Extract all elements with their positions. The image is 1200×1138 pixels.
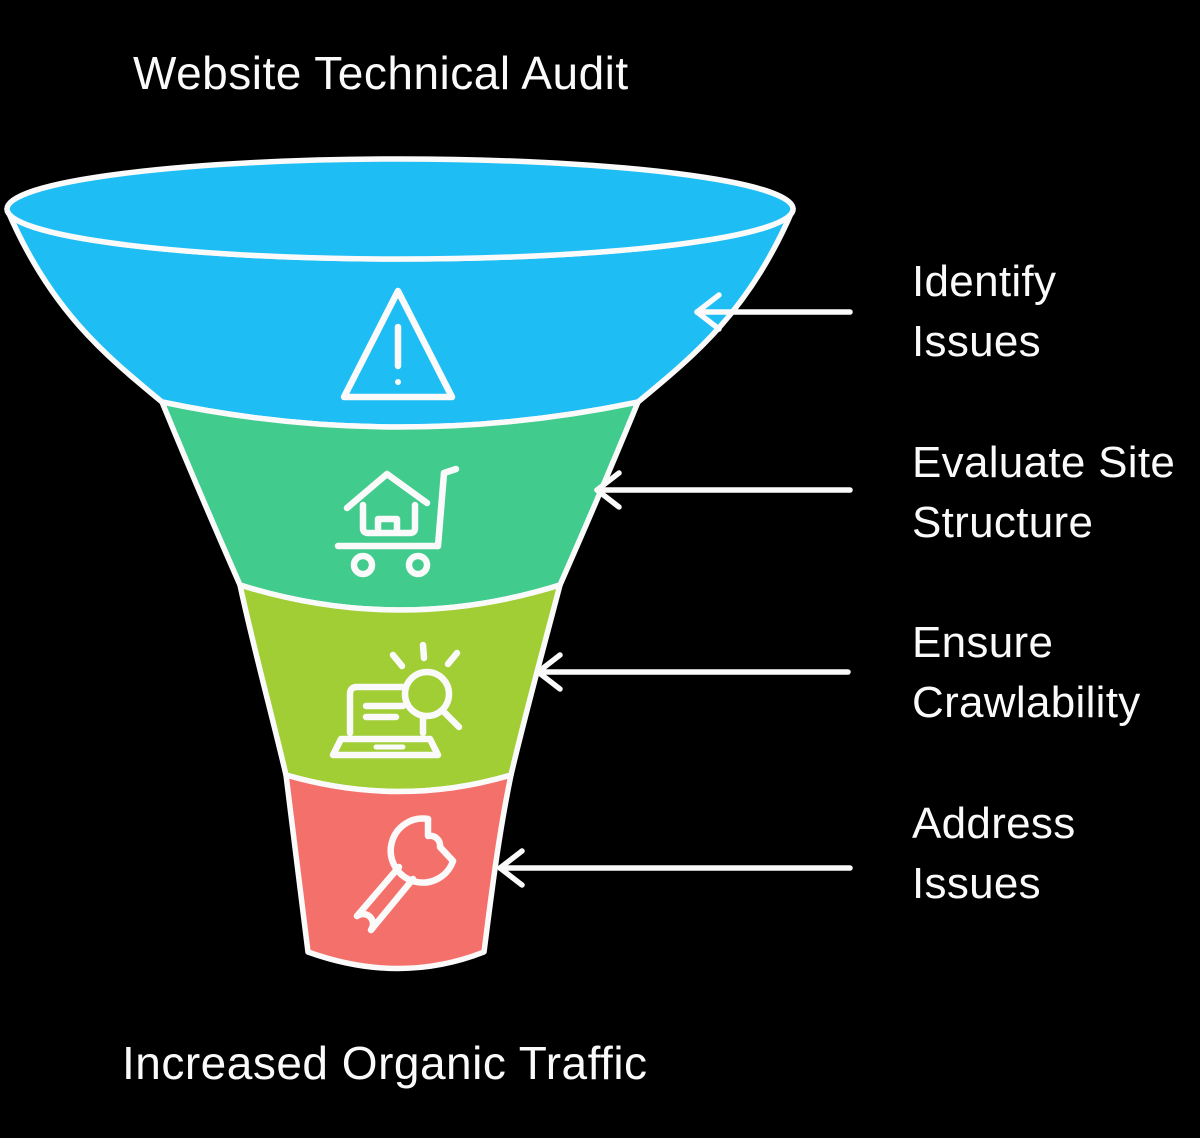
stage-label-ensure-crawlability: Ensure Crawlability	[912, 613, 1141, 733]
stage-label-line: Evaluate Site	[912, 438, 1176, 487]
stage-label-line: Crawlability	[912, 678, 1141, 727]
diagram-footer: Increased Organic Traffic	[122, 1037, 648, 1089]
stage-label-evaluate-site-structure: Evaluate Site Structure	[912, 433, 1175, 553]
stage-label-line: Address	[912, 799, 1076, 848]
house-cart-icon	[334, 465, 460, 578]
stage-label-address-issues: Address Issues	[912, 794, 1076, 914]
stage-label-line: Issues	[912, 317, 1041, 366]
funnel-mouth-ellipse	[4, 156, 796, 262]
stage-label-identify-issues: Identify Issues	[912, 252, 1056, 372]
wrench-icon	[353, 815, 457, 934]
stage-label-line: Ensure	[912, 618, 1054, 667]
funnel-stage-2-shape	[159, 399, 641, 613]
stage-label-line: Issues	[912, 859, 1041, 908]
stage-label-line: Identify	[912, 257, 1057, 306]
warning-triangle-icon	[340, 287, 456, 401]
arrow-evaluate-site-structure	[594, 470, 853, 510]
arrow-identify-issues	[694, 292, 853, 332]
diagram-title: Website Technical Audit	[133, 47, 629, 99]
arrow-ensure-crawlability	[535, 652, 851, 692]
arrow-address-issues	[497, 848, 853, 888]
laptop-search-icon	[329, 641, 463, 759]
stage-label-line: Structure	[912, 498, 1094, 547]
